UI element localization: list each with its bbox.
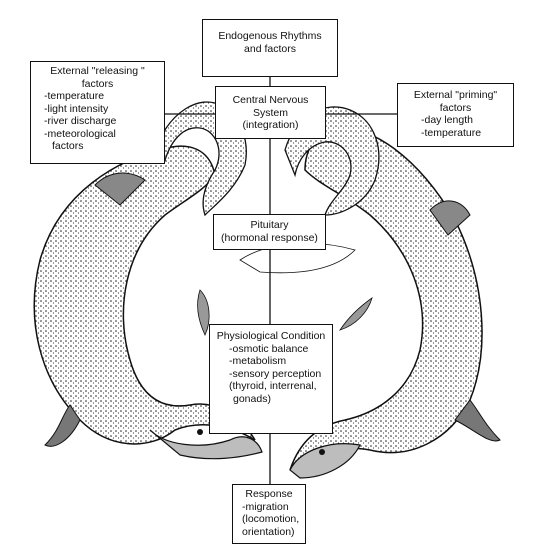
cns-title-1: Central Nervous <box>232 94 309 106</box>
releasing-item: -light intensity <box>44 102 109 115</box>
physiological-condition-box: Physiological Condition -osmotic balance… <box>209 324 333 434</box>
response-box: Response -migration (locomotion, orienta… <box>232 484 306 544</box>
right-salmon-head <box>289 443 361 479</box>
physiological-item: -metabolism <box>229 355 287 367</box>
priming-title-1: External "priming" <box>413 89 498 101</box>
releasing-item: factors <box>52 140 84 152</box>
physiological-item: gonads) <box>233 392 271 405</box>
left-salmon-head <box>149 429 263 460</box>
right-salmon-tail <box>454 399 501 442</box>
response-item: -migration <box>242 500 289 513</box>
priming-item: -day length <box>421 114 473 126</box>
physiological-title: Physiological Condition <box>216 330 326 342</box>
physiological-item: -sensory perception <box>229 367 322 380</box>
pituitary-title-1: Pituitary <box>250 219 289 231</box>
small-fish-right <box>339 297 373 331</box>
physiological-item: (thyroid, interrenal, <box>229 380 317 392</box>
response-item: orientation) <box>242 525 295 538</box>
endogenous-title-2: and factors <box>244 42 296 55</box>
cns-title-3: (integration) <box>242 119 299 131</box>
physiological-item: -osmotic balance <box>229 342 309 355</box>
releasing-item: -temperature <box>44 90 105 102</box>
response-item: (locomotion, <box>242 513 300 525</box>
right-salmon-fin <box>429 200 471 236</box>
releasing-title-1: External "releasing " <box>50 65 145 77</box>
pituitary-box: Pituitary (hormonal response) <box>213 214 326 250</box>
left-salmon-tail <box>44 404 81 447</box>
priming-title-2: factors <box>439 101 472 114</box>
pituitary-title-2: (hormonal response) <box>221 231 318 244</box>
priming-item: -temperature <box>421 126 482 139</box>
releasing-title-2: factors <box>81 77 114 90</box>
endogenous-title-1: Endogenous Rhythms <box>218 30 322 42</box>
releasing-item: -meteorological <box>44 127 116 140</box>
releasing-factors-box: External "releasing " factors -temperatu… <box>30 61 165 164</box>
response-title: Response <box>245 488 293 500</box>
connector-lines <box>165 77 397 484</box>
priming-factors-box: External "priming" factors -day length -… <box>397 83 514 147</box>
endogenous-factors-box: Endogenous Rhythms and factors <box>202 19 338 77</box>
cns-title-2: System <box>252 106 288 119</box>
small-fish-left <box>197 289 210 336</box>
releasing-item: -river discharge <box>44 115 117 127</box>
cns-box: Central Nervous System (integration) <box>215 86 326 139</box>
left-salmon-fin <box>94 172 146 206</box>
